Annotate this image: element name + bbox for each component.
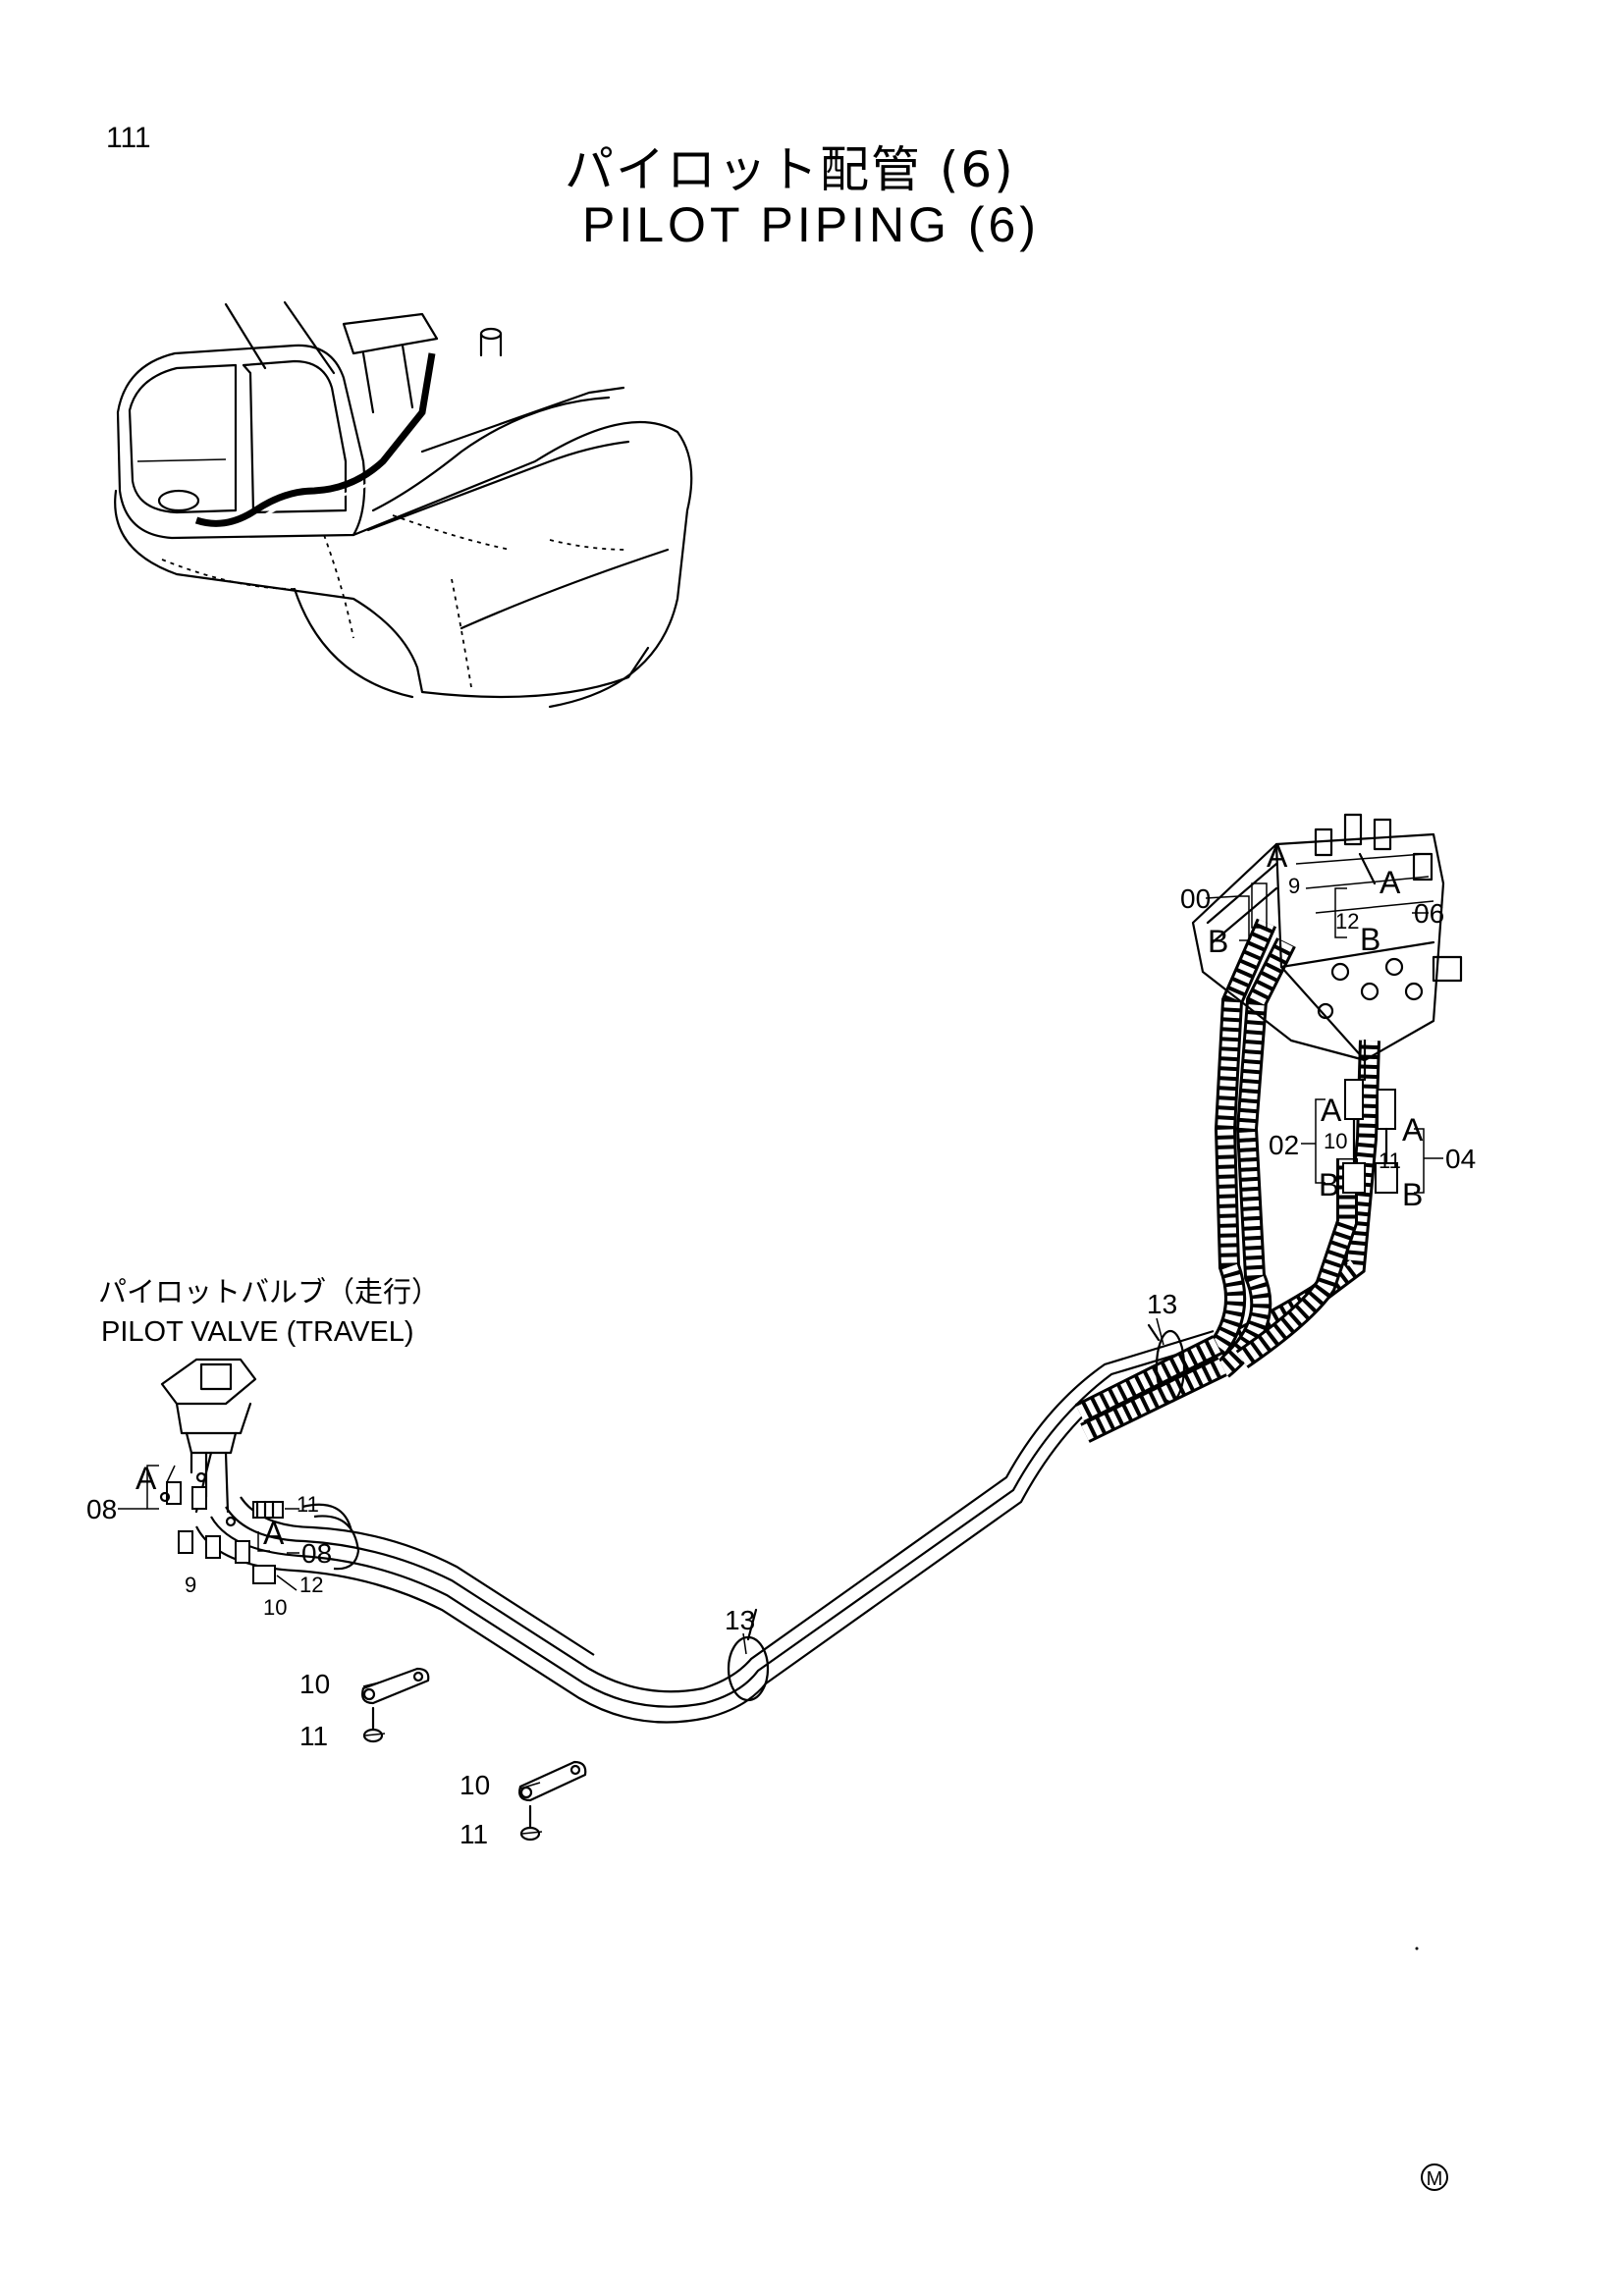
callout-labels: 00 A 9 B A 12 B 06 A 02 10 B A 11 04 B 1… — [86, 838, 1476, 1849]
callout-12-valve: 12 — [299, 1573, 323, 1597]
mounting-bracket-2 — [518, 1760, 587, 1842]
callout-04: 04 — [1445, 1144, 1476, 1174]
callout-11-bracket-1: 11 — [299, 1721, 328, 1751]
callout-10-block: 10 — [1324, 1129, 1347, 1153]
control-valve-block — [1191, 813, 1463, 1194]
pilot-valve-label-japanese: パイロットバルブ（走行） — [98, 1275, 441, 1308]
callout-letter-b-04: B — [1402, 1177, 1423, 1212]
callout-12-block: 12 — [1335, 909, 1359, 934]
callout-letter-b-02: B — [1319, 1167, 1339, 1202]
page-title-japanese: パイロット配管 (6) — [565, 141, 1015, 198]
page-number: 111 — [106, 122, 151, 154]
callout-letter-a-valve-mid: A — [263, 1516, 285, 1551]
callout-08-top: 08 — [86, 1494, 117, 1524]
callout-letter-a-04: A — [1402, 1112, 1424, 1148]
callout-9-valve: 9 — [185, 1573, 196, 1597]
leader-lines — [118, 887, 1443, 1835]
callout-letter-a-block-left: A — [1267, 838, 1288, 874]
callout-10-valve: 10 — [263, 1595, 287, 1620]
excavator-overview-sketch — [114, 300, 693, 709]
callout-letter-a-valve: A — [135, 1461, 157, 1496]
m-mark: M — [1421, 2163, 1448, 2191]
callout-13-right: 13 — [1147, 1289, 1177, 1319]
mounting-bracket-1 — [361, 1667, 430, 1743]
callout-06: 06 — [1414, 898, 1444, 929]
callout-08-mid: 08 — [301, 1538, 332, 1569]
callout-11-valve: 11 — [297, 1492, 319, 1517]
m-mark-letter: M — [1427, 2168, 1443, 2190]
pilot-valve-travel — [159, 1358, 284, 1584]
callout-11-bracket-2: 11 — [460, 1819, 488, 1849]
dot-mark — [1415, 1947, 1419, 1950]
clamp-right — [1147, 1323, 1186, 1404]
callout-11-block: 11 — [1379, 1148, 1401, 1173]
callout-letter-b-block-left: B — [1208, 924, 1228, 959]
hose-bundle — [195, 918, 1380, 1724]
pilot-valve-label-english: PILOT VALVE (TRAVEL) — [101, 1316, 414, 1348]
callout-9-block: 9 — [1288, 874, 1300, 898]
callout-10-bracket-1: 10 — [299, 1669, 330, 1699]
callout-02: 02 — [1269, 1130, 1299, 1160]
callout-letter-b-block-right: B — [1360, 922, 1380, 957]
callout-letter-a-02: A — [1321, 1093, 1342, 1128]
callout-10-bracket-2: 10 — [460, 1770, 490, 1800]
callout-13-middle: 13 — [725, 1605, 755, 1635]
clamp-middle — [727, 1608, 770, 1702]
callout-00: 00 — [1180, 883, 1211, 914]
callout-letter-a-block-right: A — [1380, 865, 1401, 900]
page-title-english: PILOT PIPING (6) — [582, 197, 1040, 252]
